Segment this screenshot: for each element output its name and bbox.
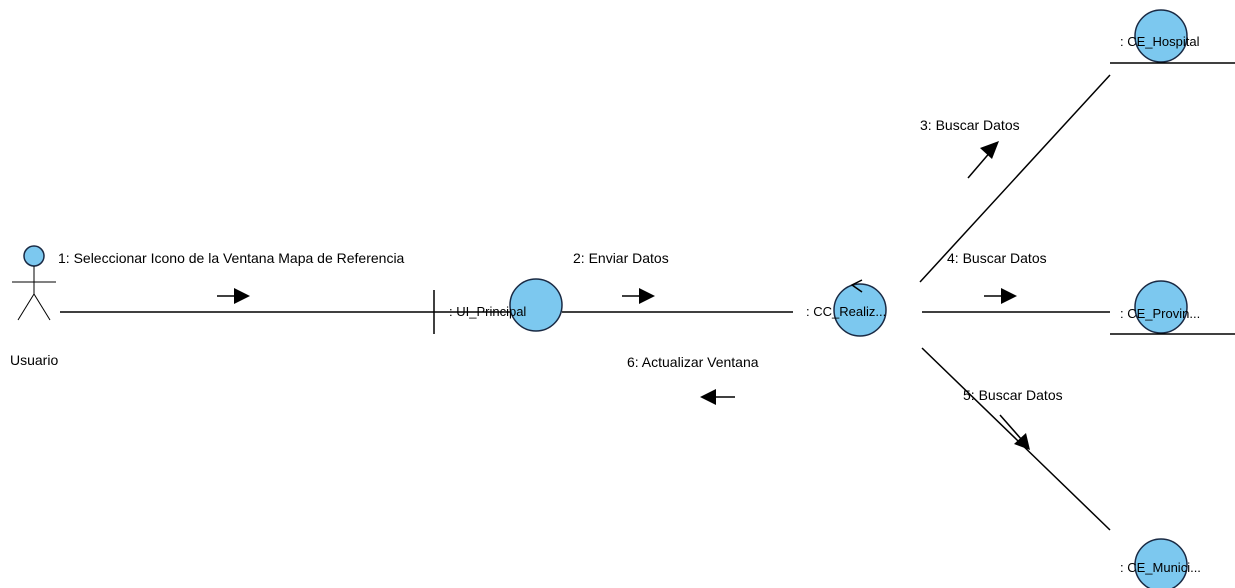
message-arrow-head [234,288,250,304]
message-arrow-head [700,389,716,405]
actor-left-leg [17,293,35,321]
actor-usuario[interactable]: Usuario [10,245,58,368]
object-cc-realiz[interactable]: : CC_Realiz... [806,279,887,337]
message-label: 1: Seleccionar Icono de la Ventana Mapa … [58,250,405,266]
message-arrow-head [980,141,999,159]
entity-icon [1134,280,1188,334]
control-icon [833,283,887,337]
entity-icon [1134,538,1188,588]
actor-head [23,245,45,267]
message-arrow-head [1014,433,1030,450]
message-4: 4: Buscar Datos [947,250,1047,304]
object-name: : CE_Provin... [1120,306,1200,321]
object-name: : UI_Principal [449,304,526,319]
object-ce-provin[interactable]: : CE_Provin... [1110,280,1235,335]
actor-right-leg [33,293,51,321]
object-name: : CC_Realiz... [806,304,886,319]
message-label: 4: Buscar Datos [947,250,1047,266]
link-cc-realiz-ce-hospital [919,74,1111,283]
object-ce-hospital[interactable]: : CE_Hospital [1110,9,1235,64]
object-ce-munici[interactable]: : CE_Munici... [1120,538,1201,588]
message-label: 6: Actualizar Ventana [627,354,759,370]
message-6: 6: Actualizar Ventana [627,354,759,405]
control-arrowhead [850,279,863,293]
message-arrow-shaft [999,414,1023,441]
message-label: 3: Buscar Datos [920,117,1020,133]
message-label: 5: Buscar Datos [963,387,1063,403]
message-arrow-head [639,288,655,304]
message-label: 2: Enviar Datos [573,250,669,266]
message-arrow-head [1001,288,1017,304]
object-name: : CE_Hospital [1120,34,1200,49]
link-cc-realiz-ce-munici [921,347,1111,531]
boundary-icon [509,278,563,332]
message-3: 3: Buscar Datos [920,117,1020,179]
entity-icon [1134,9,1188,63]
message-5: 5: Buscar Datos [963,387,1063,450]
actor-name: Usuario [10,352,58,368]
message-2: 2: Enviar Datos [573,250,669,304]
message-1: 1: Seleccionar Icono de la Ventana Mapa … [58,250,405,304]
object-name: : CE_Munici... [1120,560,1201,575]
object-ui-principal[interactable]: : UI_Principal [433,278,563,334]
